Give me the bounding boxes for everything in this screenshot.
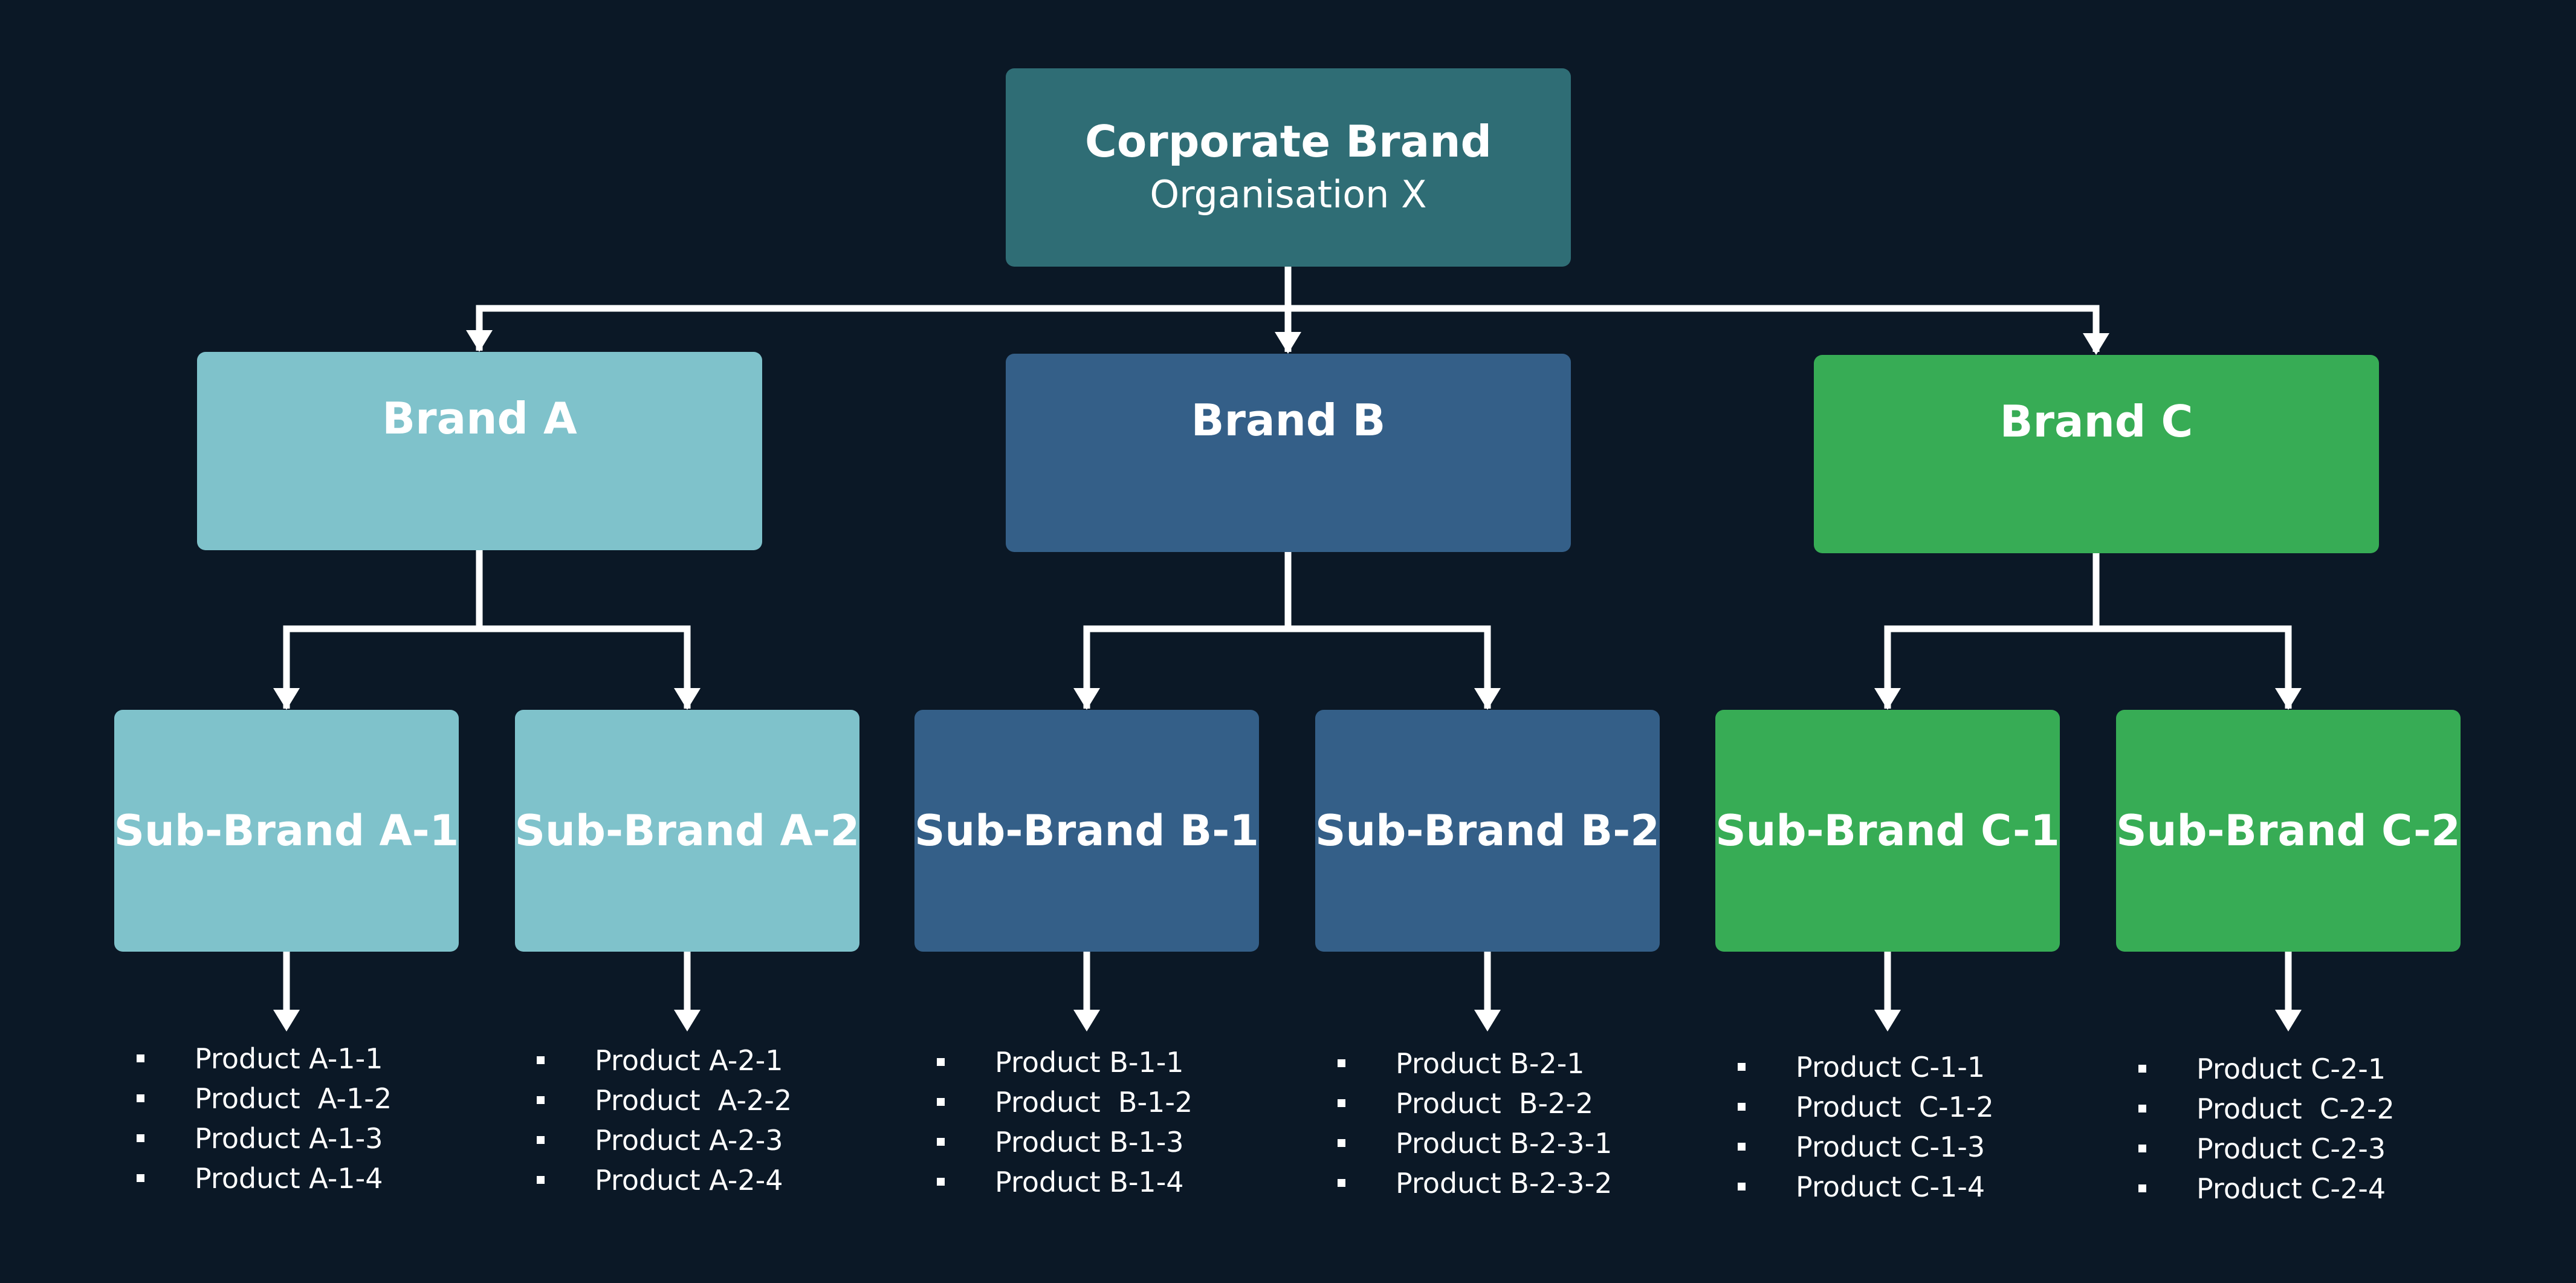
list-item: Product A-1-4: [137, 1158, 392, 1198]
arrow-head-icon: [1474, 1010, 1501, 1031]
corporate-brand-box: Corporate Brand Organisation X: [1006, 68, 1571, 267]
arrow-head-icon: [2275, 688, 2302, 710]
product-list-b-1: Product B-1-1 Product B-1-2 Product B-1-…: [937, 1042, 1193, 1202]
brand-b-box: Brand B: [1006, 354, 1571, 552]
sub-brand-b-2-title: Sub-Brand B-2: [1315, 806, 1660, 856]
list-item: Product A-2-2: [537, 1080, 792, 1120]
list-item: Product B-1-2: [937, 1082, 1193, 1122]
product-list-a-2: Product A-2-1 Product A-2-2 Product A-2-…: [537, 1041, 792, 1200]
list-item: Product C-1-3: [1738, 1127, 1994, 1167]
list-item: Product C-2-3: [2138, 1129, 2395, 1169]
list-item: Product B-2-1: [1338, 1044, 1612, 1083]
arrow-head-icon: [674, 1010, 701, 1031]
product-list-b-2: Product B-2-1 Product B-2-2 Product B-2-…: [1338, 1044, 1612, 1203]
arrow-head-icon: [1874, 688, 1901, 710]
product-list-c-2: Product C-2-1 Product C-2-2 Product C-2-…: [2138, 1049, 2395, 1209]
list-item: Product B-1-3: [937, 1122, 1193, 1162]
list-item: Product C-1-4: [1738, 1167, 1994, 1207]
list-item: Product B-2-3-2: [1338, 1163, 1612, 1203]
brand-c-box: Brand C: [1814, 355, 2379, 553]
brand-a-box: Brand A: [197, 352, 762, 550]
arrow-head-icon: [2083, 333, 2109, 355]
arrow-head-icon: [1275, 332, 1301, 354]
list-item: Product A-1-3: [137, 1119, 392, 1158]
list-item: Product A-1-1: [137, 1039, 392, 1079]
list-item: Product C-2-1: [2138, 1049, 2395, 1089]
list-item: Product B-1-4: [937, 1162, 1193, 1202]
list-item: Product A-2-1: [537, 1041, 792, 1080]
corporate-brand-title: Corporate Brand: [1085, 115, 1492, 167]
list-item: Product A-2-4: [537, 1160, 792, 1200]
sub-brand-b-1-title: Sub-Brand B-1: [914, 806, 1259, 856]
connector-line: [1884, 625, 2292, 709]
arrow-head-icon: [273, 688, 300, 710]
list-item: Product A-2-3: [537, 1120, 792, 1160]
list-item: Product A-1-2: [137, 1079, 392, 1119]
list-item: Product B-1-1: [937, 1042, 1193, 1082]
sub-brand-a-1-title: Sub-Brand A-1: [114, 806, 459, 856]
brand-a-title: Brand A: [382, 393, 577, 444]
list-item: Product C-1-2: [1738, 1087, 1994, 1127]
sub-brand-b-1-box: Sub-Brand B-1: [914, 710, 1259, 952]
sub-brand-a-1-box: Sub-Brand A-1: [114, 710, 459, 952]
list-item: Product C-2-4: [2138, 1169, 2395, 1209]
sub-brand-c-1-title: Sub-Brand C-1: [1715, 806, 2060, 856]
connector-line: [1083, 625, 1491, 709]
sub-brand-c-2-box: Sub-Brand C-2: [2116, 710, 2461, 952]
brand-c-title: Brand C: [1999, 396, 2193, 447]
arrow-head-icon: [1073, 1010, 1100, 1031]
sub-brand-a-2-title: Sub-Brand A-2: [514, 806, 860, 856]
arrow-head-icon: [466, 330, 493, 352]
product-list-a-1: Product A-1-1 Product A-1-2 Product A-1-…: [137, 1039, 392, 1198]
sub-brand-b-2-box: Sub-Brand B-2: [1315, 710, 1660, 952]
product-list-c-1: Product C-1-1 Product C-1-2 Product C-1-…: [1738, 1047, 1994, 1207]
list-item: Product B-2-3-1: [1338, 1123, 1612, 1163]
sub-brand-c-1-box: Sub-Brand C-1: [1715, 710, 2060, 952]
list-item: Product C-2-2: [2138, 1089, 2395, 1129]
list-item: Product B-2-2: [1338, 1083, 1612, 1123]
arrow-head-icon: [1474, 688, 1501, 710]
arrow-head-icon: [1874, 1010, 1901, 1031]
list-item: Product C-1-1: [1738, 1047, 1994, 1087]
corporate-brand-subtitle: Organisation X: [1150, 172, 1427, 216]
brand-b-title: Brand B: [1191, 395, 1386, 446]
arrow-head-icon: [273, 1010, 300, 1031]
connector-line: [283, 625, 691, 709]
arrow-head-icon: [1073, 688, 1100, 710]
arrow-head-icon: [674, 688, 701, 710]
arrow-head-icon: [2275, 1010, 2302, 1031]
sub-brand-a-2-box: Sub-Brand A-2: [515, 710, 859, 952]
sub-brand-c-2-title: Sub-Brand C-2: [2116, 806, 2461, 856]
